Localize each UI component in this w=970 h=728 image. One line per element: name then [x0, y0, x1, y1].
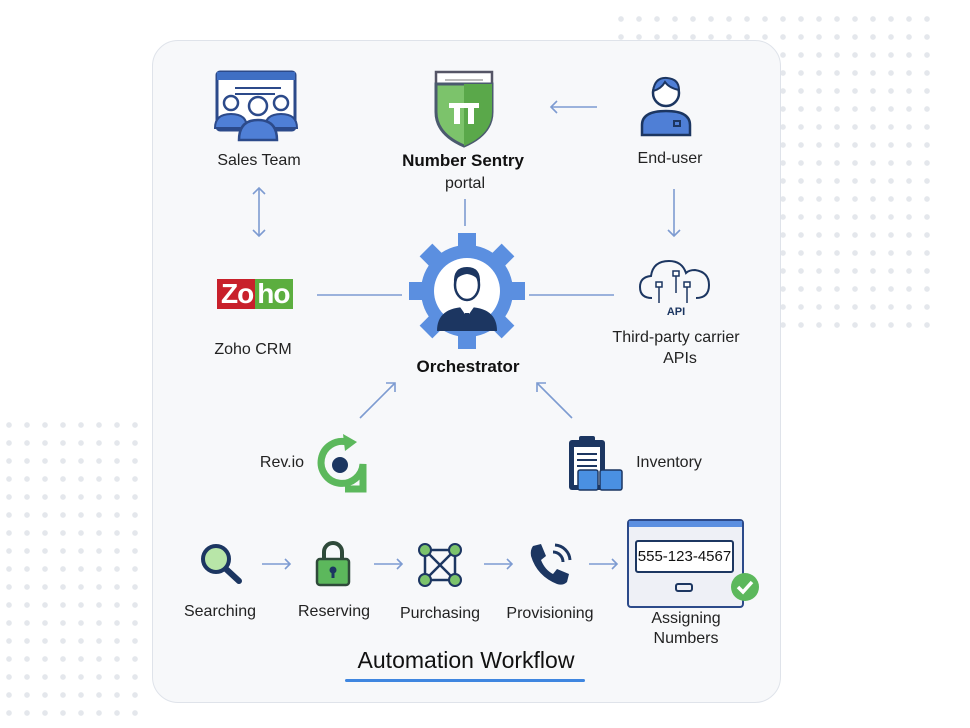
- network-nodes-icon: [418, 543, 462, 587]
- sales-zoho-arrow: [252, 186, 266, 238]
- padlock-icon: [315, 541, 351, 587]
- user-icon: [640, 76, 692, 137]
- orchestrator-gear-icon: [409, 233, 525, 349]
- enduser-portal-arrow: [549, 100, 597, 114]
- inventory-clipboard-icon: [569, 436, 623, 491]
- phone-call-icon: [530, 543, 572, 585]
- workflow-final-line1: Assigning: [651, 610, 721, 627]
- revio-label: Rev.io: [259, 454, 305, 471]
- sales-team-label: Sales Team: [217, 152, 301, 169]
- check-circle-icon: [731, 573, 759, 601]
- workflow-arrows: [262, 558, 619, 570]
- revio-logo-icon: [317, 434, 367, 493]
- workflow-step-purchasing: Purchasing: [399, 605, 481, 622]
- inventory-orchestrator-arrow: [536, 382, 573, 419]
- title-underline: [345, 679, 585, 682]
- carrier-apis-label-line2: APIs: [663, 350, 697, 367]
- end-user-label: End-user: [637, 150, 703, 167]
- workflow-step-provisioning: Provisioning: [506, 605, 594, 622]
- workflow-title: Automation Workflow: [357, 647, 575, 673]
- number-sentry-title: Number Sentry: [402, 151, 524, 170]
- workflow-final-line2: Numbers: [653, 630, 719, 647]
- inventory-label: Inventory: [636, 454, 702, 471]
- shield-icon: [434, 70, 494, 148]
- revio-orchestrator-arrow: [359, 382, 396, 419]
- number-sentry-subtitle: portal: [444, 175, 486, 192]
- sales-team-icon: [213, 70, 299, 142]
- workflow-step-searching: Searching: [183, 603, 257, 620]
- tablet-home-button: [675, 583, 693, 592]
- magnifier-icon: [201, 544, 242, 584]
- workflow-step-reserving: Reserving: [297, 603, 371, 620]
- orchestrator-label: Orchestrator: [416, 357, 520, 376]
- tablet-display: 555-123-4567: [627, 519, 744, 608]
- carrier-apis-label-line1: Third-party carrier: [612, 329, 740, 346]
- tablet-top-bar: [629, 521, 742, 527]
- enduser-api-arrow: [667, 189, 681, 238]
- api-cloud-icon: API: [638, 259, 711, 318]
- phone-number-display: 555-123-4567: [635, 540, 734, 573]
- dot-pattern-bottom-left: [0, 416, 150, 728]
- zoho-crm-label: Zoho CRM: [214, 341, 292, 358]
- api-badge-text: API: [667, 306, 685, 318]
